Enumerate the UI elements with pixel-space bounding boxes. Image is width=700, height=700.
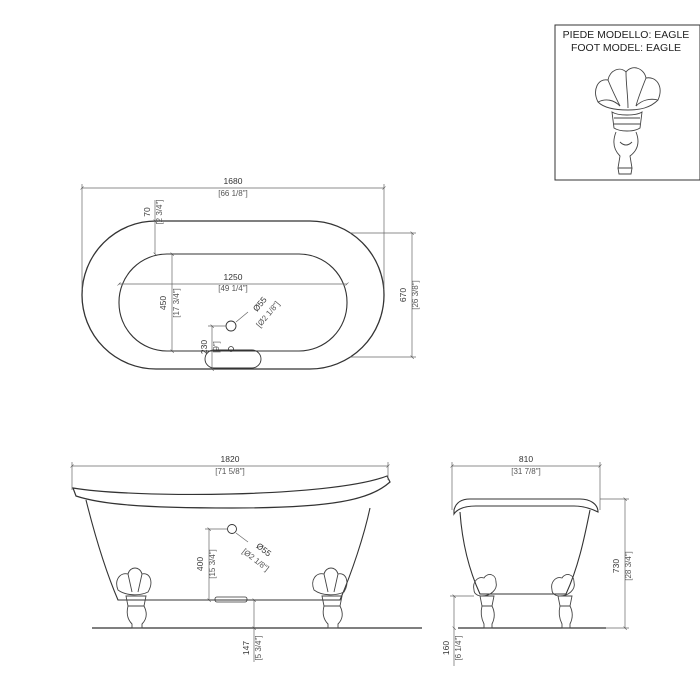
side-view: 1820 [71 5/8"] 400 [15 3/4"] Ø55 [Ø2 1/8…	[72, 454, 422, 662]
dim-drain-height-in: [15 3/4"]	[208, 549, 217, 579]
dim-foot-height-in: [6 1/4"]	[454, 635, 463, 660]
dim-end-width-mm: 810	[519, 454, 533, 464]
right-foot-icon	[312, 567, 348, 629]
dim-rim-mm: 70	[142, 207, 152, 217]
dim-rim-in: [2 3/4"]	[155, 199, 164, 224]
tub-outer-rim	[81, 220, 385, 370]
dim-inner-length-mm: 1250	[224, 272, 243, 282]
dim-drain-offset-mm: 230	[199, 340, 209, 354]
foot-model-frame	[554, 24, 700, 181]
side-waste-outlet	[214, 596, 248, 603]
left-foot-icon	[116, 567, 152, 629]
end-view: 810 [31 7/8"] 730 [28 3/4"] 160 [6 1/4"]	[441, 454, 633, 666]
dim-top-length-mm: 1680	[224, 176, 243, 186]
dim-top-width-mm: 670	[398, 288, 408, 302]
dim-end-height-mm: 730	[611, 559, 621, 573]
dim-end-height-in: [28 3/4"]	[624, 551, 633, 581]
drain-circle	[225, 320, 237, 332]
dim-inner-length-in: [49 1/4"]	[218, 284, 248, 293]
dim-top-length-in: [66 1/8"]	[218, 189, 248, 198]
dim-end-width-in: [31 7/8"]	[511, 467, 541, 476]
end-rim	[453, 498, 599, 516]
dim-floor-clearance-in: [5 3/4"]	[254, 635, 263, 660]
foot-model-title-en: FOOT MODEL: EAGLE	[571, 42, 681, 54]
tub-inner-basin	[118, 253, 348, 352]
end-body	[459, 509, 591, 595]
foot-model-panel: PIEDE MODELLO: EAGLE FOOT MODEL: EAGLE	[554, 24, 700, 181]
dim-side-length-in: [71 5/8"]	[215, 467, 245, 476]
end-left-foot-icon	[473, 574, 497, 629]
dim-drain-offset-in: [9"]	[212, 341, 221, 353]
dim-inner-width-mm: 450	[158, 296, 168, 310]
dim-top-width-in: [26 3/8"]	[411, 280, 420, 310]
dim-floor-clearance-mm: 147	[241, 641, 251, 655]
dim-side-length-mm: 1820	[221, 454, 240, 464]
side-drain-icon	[227, 524, 237, 534]
end-right-foot-icon	[551, 574, 575, 629]
overflow-drain	[228, 346, 234, 352]
eagle-foot-icon	[595, 67, 661, 175]
dim-foot-height-mm: 160	[441, 641, 451, 655]
side-rim	[72, 475, 391, 509]
side-body	[85, 499, 371, 601]
dim-inner-width-in: [17 3/4"]	[172, 288, 181, 318]
dim-drain-height-mm: 400	[195, 557, 205, 571]
foot-model-title-it: PIEDE MODELLO: EAGLE	[563, 29, 690, 41]
top-view: 1680 [66 1/8"] 70 [2 3/4"] 1250 [49 1/4"…	[82, 176, 420, 369]
